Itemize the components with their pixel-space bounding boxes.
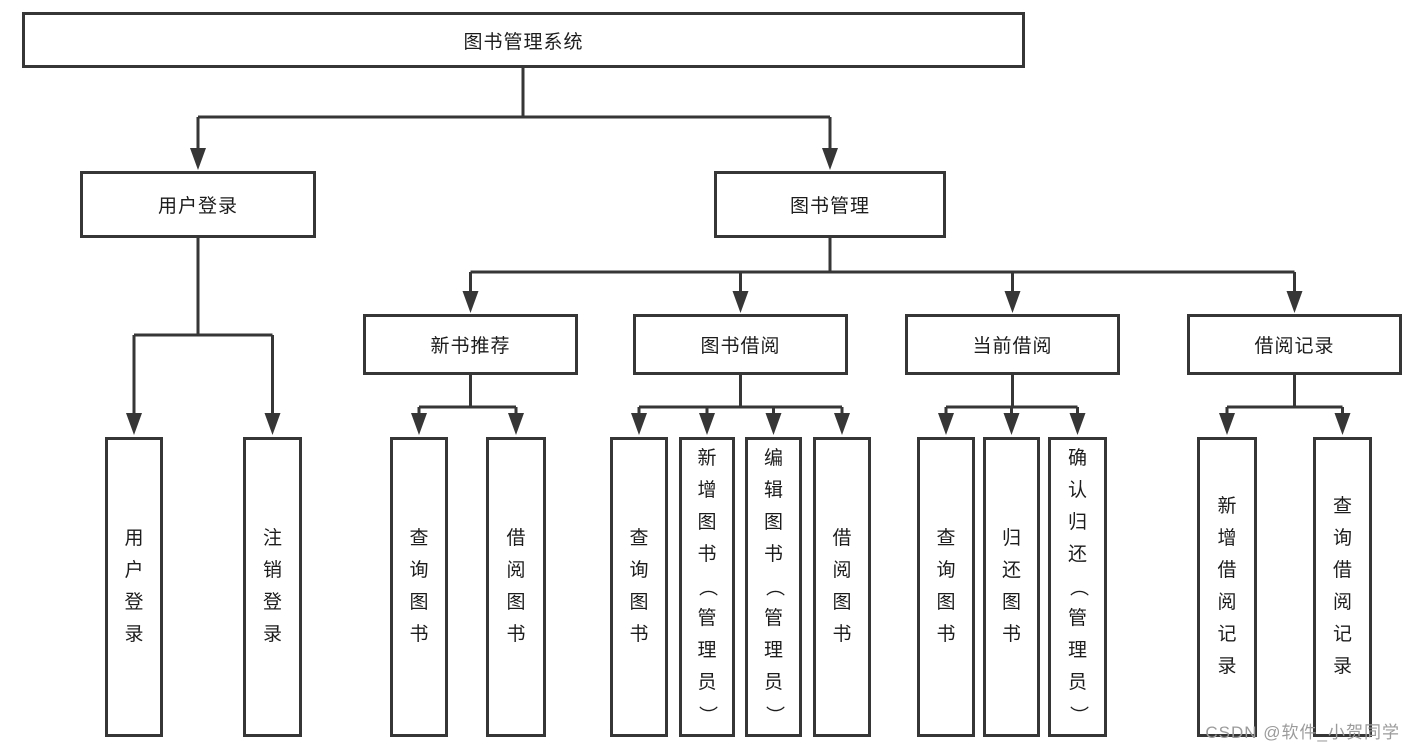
node-edit-book-admin: 编辑图书（管理员）: [745, 437, 802, 737]
node-new-book-recommendation: 新书推荐: [363, 314, 578, 375]
node-library-management-system: 图书管理系统: [22, 12, 1025, 68]
node-confirm-return-admin: 确认归还（管理员）: [1048, 437, 1107, 737]
node-current-borrowing: 当前借阅: [905, 314, 1120, 375]
node-borrow-books-2: 借阅图书: [813, 437, 871, 737]
csdn-watermark: CSDN @软件_小贺同学: [1205, 723, 1400, 742]
connector-paths: [132, 68, 1344, 416]
node-borrowing-records: 借阅记录: [1187, 314, 1402, 375]
arrowheads: [126, 148, 1351, 435]
node-user-login-leaf: 用户登录: [105, 437, 163, 737]
node-add-book-admin: 新增图书（管理员）: [679, 437, 735, 737]
node-add-borrow-record: 新增借阅记录: [1197, 437, 1257, 737]
node-book-management: 图书管理: [714, 171, 946, 238]
node-user-login: 用户登录: [80, 171, 316, 238]
node-query-borrow-record: 查询借阅记录: [1313, 437, 1372, 737]
node-query-books-3: 查询图书: [917, 437, 975, 737]
node-query-books-1: 查询图书: [390, 437, 448, 737]
node-book-borrowing: 图书借阅: [633, 314, 848, 375]
node-borrow-books-1: 借阅图书: [486, 437, 546, 737]
node-logout: 注销登录: [243, 437, 302, 737]
node-return-books: 归还图书: [983, 437, 1040, 737]
node-query-books-2: 查询图书: [610, 437, 668, 737]
